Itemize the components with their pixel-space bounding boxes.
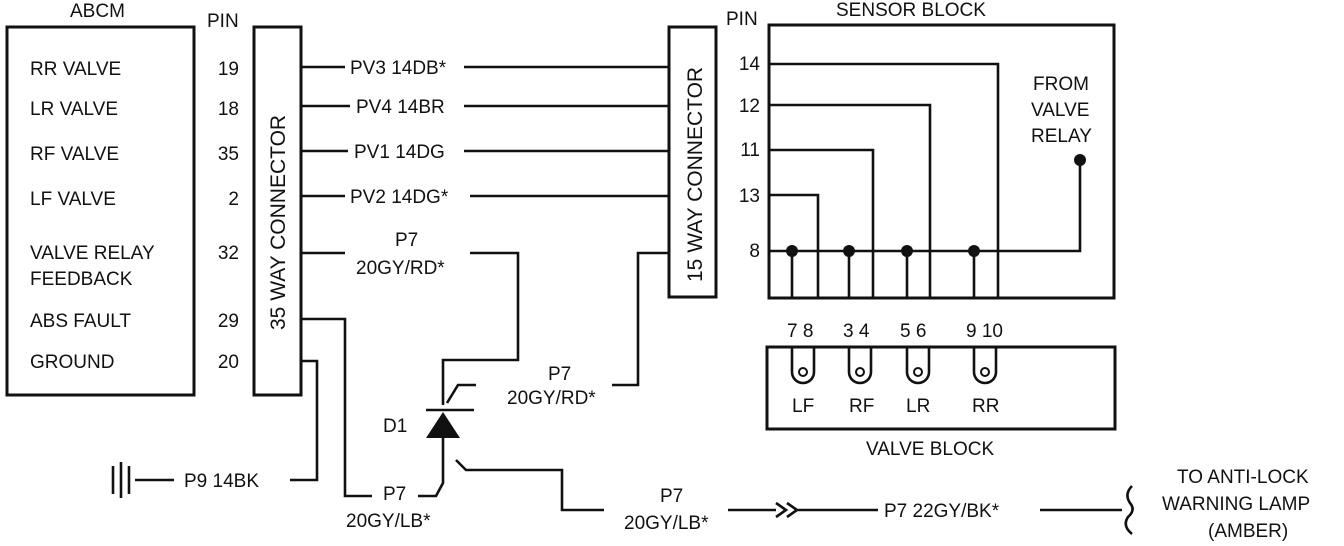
sensor-pin-header: PIN [726, 9, 758, 30]
abcm-label-feedback: FEEDBACK [30, 269, 133, 290]
sensor-block-title: SENSOR BLOCK [836, 0, 986, 21]
wire-label-p7-22: P7 22GY/BK* [884, 501, 1000, 522]
from-relay-line3: RELAY [1031, 126, 1092, 147]
wire-label-p7-lb2-code: 20GY/LB* [624, 513, 709, 534]
connector-chevrons [775, 501, 800, 519]
wire-p7-abs-fault: P7 20GY/LB* [301, 317, 445, 532]
abcm-module: ABCM PIN RR VALVE LR VALVE RF VALVE LF V… [5, 1, 239, 397]
wire-label-p7-lb-code: 20GY/LB* [346, 511, 431, 532]
sensor-block: SENSOR BLOCK PIN 14 12 11 13 8 FROM VALV… [726, 0, 1116, 300]
diode-triangle [426, 412, 460, 438]
valve-pins-lr: 5 6 [900, 321, 926, 342]
sensor-pin-8: 8 [749, 241, 760, 262]
sensor-trace-8-drops [790, 251, 976, 298]
wire-label-pv1: PV1 14DG [354, 142, 445, 163]
abcm-pin-header: PIN [207, 11, 239, 32]
valve-label-lr: LR [906, 396, 930, 417]
wire-p7-feedback: P7 20GY/RD* [301, 230, 520, 405]
sensor-trace-11 [769, 148, 875, 298]
sensor-trace-14 [769, 62, 1000, 298]
abcm-box [5, 25, 196, 397]
abcm-label-ground: GROUND [30, 352, 114, 373]
abcm-label-abs-fault: ABS FAULT [30, 311, 131, 332]
valve-block-title: VALVE BLOCK [866, 439, 994, 460]
abcm-pin-29: 29 [218, 311, 239, 332]
junction-dot [901, 245, 913, 257]
wire-break-symbol [1124, 485, 1134, 536]
wire-label-p7-mid: P7 [548, 364, 571, 385]
valve-coil-rf [847, 347, 873, 385]
abcm-pin-20: 20 [218, 352, 239, 373]
diode-label: D1 [383, 416, 407, 437]
abcm-pin-18: 18 [218, 99, 239, 120]
lamp-label-line2: WARNING LAMP [1162, 494, 1310, 515]
valve-label-rf: RF [849, 396, 874, 417]
wire-label-p7-top-code: 20GY/RD* [356, 258, 445, 279]
valve-wires: PV3 14DB* PV4 14BR PV1 14DG PV2 14DG* [301, 58, 669, 208]
valve-coil-rr-center [980, 367, 990, 377]
junction-dot [786, 245, 798, 257]
valve-coil-lr-center [913, 367, 923, 377]
wire-p9-ground: P9 14BK [111, 359, 319, 498]
valve-coil-lf [790, 347, 816, 385]
abcm-pin-19: 19 [218, 59, 239, 80]
wire-label-pv3: PV3 14DB* [350, 58, 447, 79]
sensor-trace-12 [769, 103, 932, 298]
abcm-label-valve-relay: VALVE RELAY [30, 243, 155, 264]
junction-dot [968, 245, 980, 257]
sensor-pin-13: 13 [739, 186, 760, 207]
wire-label-p7-lb: P7 [383, 484, 406, 505]
abcm-pin-35: 35 [218, 144, 239, 165]
relay-terminal-dot [1074, 154, 1086, 166]
abcm-pin-2: 2 [228, 189, 239, 210]
abcm-label-rr-valve: RR VALVE [30, 59, 121, 80]
valve-pins-rf: 3 4 [843, 321, 870, 342]
valve-label-rr: RR [972, 396, 999, 417]
sensor-trace-13 [769, 193, 820, 298]
abcm-label-lr-valve: LR VALVE [30, 99, 118, 120]
valve-pins-lf: 7 8 [787, 321, 813, 342]
valve-pins-rr: 9 10 [966, 321, 1003, 342]
connector-15-way: 15 WAY CONNECTOR [667, 25, 718, 299]
sensor-pin-12: 12 [739, 96, 760, 117]
from-relay-line1: FROM [1033, 74, 1089, 95]
connector-15-box [667, 25, 718, 299]
lamp-label-line3: (AMBER) [1208, 521, 1288, 542]
diode-d1: D1 [383, 408, 474, 456]
valve-block: VALVE BLOCK 7 8 3 4 5 6 9 10 LF RF LR RR [765, 321, 1117, 460]
wire-p7-warning-lamp: P7 20GY/LB* P7 22GY/BK* TO ANTI-LOCK WAR… [455, 459, 1310, 542]
valve-label-lf: LF [792, 396, 814, 417]
connector-35-way: 35 WAY CONNECTOR [252, 25, 303, 397]
valve-coil-lf-center [798, 367, 808, 377]
connector-15-label: 15 WAY CONNECTOR [684, 67, 707, 282]
valve-block-box [765, 345, 1117, 431]
wire-label-pv4: PV4 14BR [356, 97, 445, 118]
valve-coil-rr [972, 347, 998, 385]
connector-35-box [252, 25, 303, 397]
wire-label-p7-top: P7 [395, 230, 418, 251]
sensor-pin-11: 11 [740, 140, 760, 161]
sensor-pin-14: 14 [739, 54, 761, 75]
abcm-pin-32: 32 [218, 243, 239, 264]
abcm-label-rf-valve: RF VALVE [30, 144, 119, 165]
wire-p7-connector-15: P7 20GY/RD* [445, 251, 669, 409]
connector-35-label: 35 WAY CONNECTOR [267, 115, 290, 330]
sensor-trace-8 [769, 160, 1082, 253]
sensor-block-box [767, 23, 1116, 300]
wire-label-pv2: PV2 14DG* [350, 187, 449, 208]
wire-label-p9: P9 14BK [184, 471, 259, 492]
wire-label-p7-mid-code: 20GY/RD* [507, 388, 596, 409]
from-relay-line2: VALVE [1031, 100, 1089, 121]
valve-coil-lr [905, 347, 931, 385]
valve-coil-rf-center [855, 367, 865, 377]
junction-dot [843, 245, 855, 257]
abcm-title: ABCM [70, 1, 125, 22]
lamp-label-line1: TO ANTI-LOCK [1177, 467, 1309, 488]
abcm-label-lf-valve: LF VALVE [30, 189, 116, 210]
wire-label-p7-lb2: P7 [660, 486, 683, 507]
